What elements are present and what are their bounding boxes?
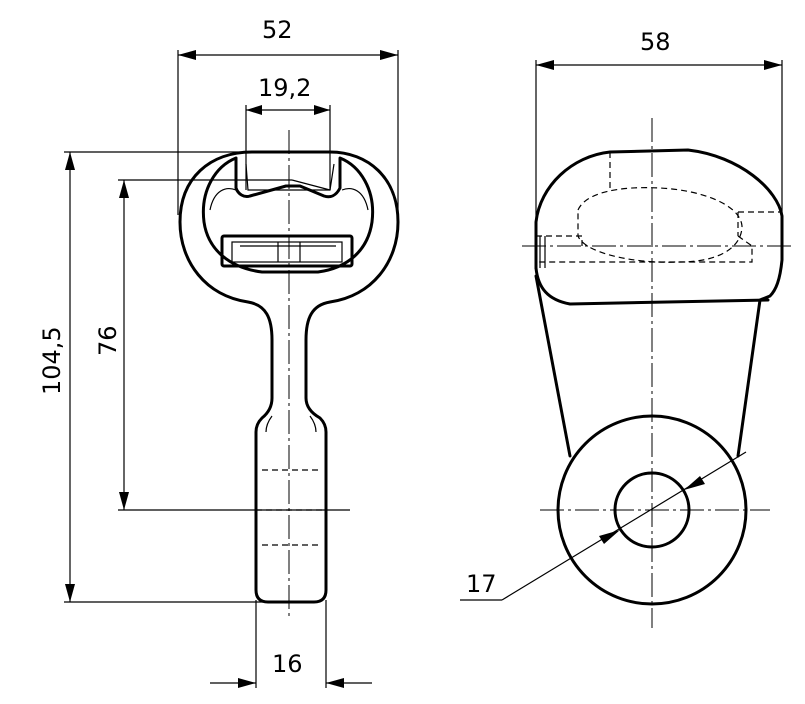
side-dimensions: 58 17 [460, 28, 783, 601]
front-eye-opening [201, 156, 375, 274]
front-slot-box [220, 234, 354, 268]
dim-19-2: 19,2 [258, 74, 311, 102]
front-eye-inner-lip [245, 163, 335, 191]
dim-58: 58 [640, 28, 671, 56]
front-shank-shoulder [265, 415, 317, 433]
front-eye-outline [178, 150, 400, 604]
front-slot-inner [231, 241, 343, 263]
dim-17: 17 [466, 570, 497, 598]
dim-16: 16 [272, 650, 303, 678]
side-body-outline [534, 148, 784, 458]
dim-104-5: 104,5 [38, 326, 66, 395]
dim-52: 52 [262, 16, 293, 44]
front-dimensions: 52 19,2 104,5 76 16 [38, 16, 399, 688]
side-view [522, 118, 795, 628]
front-eye-inner-lip2 [209, 188, 369, 211]
front-view [178, 130, 400, 620]
dim-76: 76 [94, 325, 122, 356]
